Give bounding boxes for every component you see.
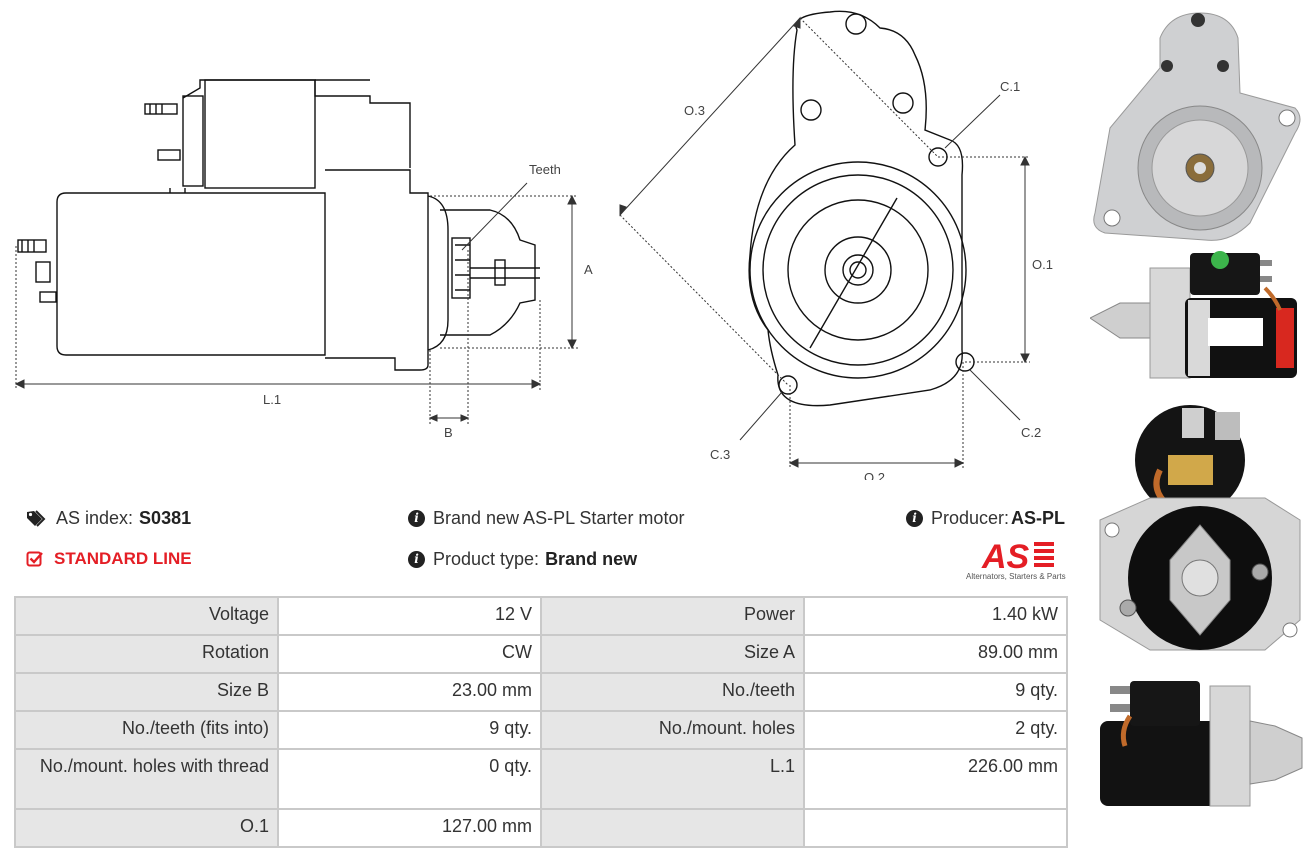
spec-value: 127.00 mm [277, 808, 542, 848]
product-type-value: Brand new [545, 549, 638, 569]
info-icon: i [408, 551, 425, 568]
spec-key: L.1 [540, 748, 805, 810]
spec-value: 2 qty. [803, 710, 1068, 750]
dimension-o3-label: O.3 [684, 103, 705, 118]
dimension-l1-label: L.1 [263, 392, 281, 407]
spec-value: 9 qty. [277, 710, 542, 750]
product-photo-side [1090, 248, 1308, 388]
spec-value: 0 qty. [277, 748, 542, 810]
spec-value: 1.40 kW [803, 596, 1068, 636]
spec-value: 12 V [277, 596, 542, 636]
spec-key: Size B [14, 672, 279, 712]
standard-line-label: STANDARD LINE [54, 549, 192, 568]
spec-key: No./mount. holes [540, 710, 805, 750]
logo-tagline: Alternators, Starters & Parts [966, 572, 1066, 581]
description-text: Brand new AS-PL Starter motor [433, 508, 685, 528]
dimension-c3-label: C.3 [710, 447, 730, 462]
logo-text: AS [981, 538, 1030, 572]
as-index: AS index: S0381 [26, 508, 191, 529]
product-photo-side-2 [1090, 676, 1308, 816]
technical-drawing: Teeth A B L.1 O.3 C.1 O.1 C.2 C.3 O.2 [14, 10, 1053, 480]
spec-table: Voltage 12 V Power 1.40 kW Rotation CW S… [14, 596, 1068, 848]
dimension-b-label: B [444, 425, 453, 440]
product-type-label: Product type: [433, 549, 540, 569]
product-photo-rear [1090, 400, 1308, 668]
dimension-c1-label: C.1 [1000, 79, 1020, 94]
producer-label: Producer: [931, 508, 1010, 528]
check-square-icon [26, 551, 43, 567]
table-row: Size B 23.00 mm No./teeth 9 qty. [14, 672, 1068, 712]
spec-value: 226.00 mm [803, 748, 1068, 810]
table-row: No./mount. holes with thread 0 qty. L.1 … [14, 748, 1068, 810]
spec-key: Voltage [14, 596, 279, 636]
brand-logo: AS Alternators, Starters & Parts [962, 538, 1070, 584]
product-photo-front [1090, 8, 1308, 244]
as-index-value: S0381 [139, 508, 192, 528]
standard-line: STANDARD LINE [26, 549, 192, 569]
spec-value: 89.00 mm [803, 634, 1068, 674]
teeth-label: Teeth [529, 162, 561, 177]
as-logo-mark: AS [981, 538, 1054, 572]
spec-key: No./teeth [540, 672, 805, 712]
spec-value [803, 808, 1068, 848]
as-index-label: AS index: [56, 508, 134, 528]
spec-value: CW [277, 634, 542, 674]
producer: i Producer: AS-PL [906, 508, 1065, 529]
table-row: Rotation CW Size A 89.00 mm [14, 634, 1068, 674]
table-row: O.1 127.00 mm [14, 808, 1068, 848]
spec-key: Rotation [14, 634, 279, 674]
spec-key [540, 808, 805, 848]
producer-value: AS-PL [1011, 508, 1066, 528]
spec-value: 23.00 mm [277, 672, 542, 712]
dimension-c2-label: C.2 [1021, 425, 1041, 440]
description: i Brand new AS-PL Starter motor [408, 508, 684, 529]
spec-key: O.1 [14, 808, 279, 848]
dimension-o1-label: O.1 [1032, 257, 1053, 272]
spec-key: Size A [540, 634, 805, 674]
spec-key: No./teeth (fits into) [14, 710, 279, 750]
product-type: i Product type: Brand new [408, 549, 637, 570]
info-icon: i [906, 510, 923, 527]
table-row: Voltage 12 V Power 1.40 kW [14, 596, 1068, 636]
spec-key: No./mount. holes with thread [14, 748, 279, 810]
spec-value: 9 qty. [803, 672, 1068, 712]
tags-icon [27, 509, 46, 527]
dimension-o2-label: O.2 [864, 470, 885, 480]
table-row: No./teeth (fits into) 9 qty. No./mount. … [14, 710, 1068, 750]
spec-key: Power [540, 596, 805, 636]
info-icon: i [408, 510, 425, 527]
dimension-a-label: A [584, 262, 593, 277]
